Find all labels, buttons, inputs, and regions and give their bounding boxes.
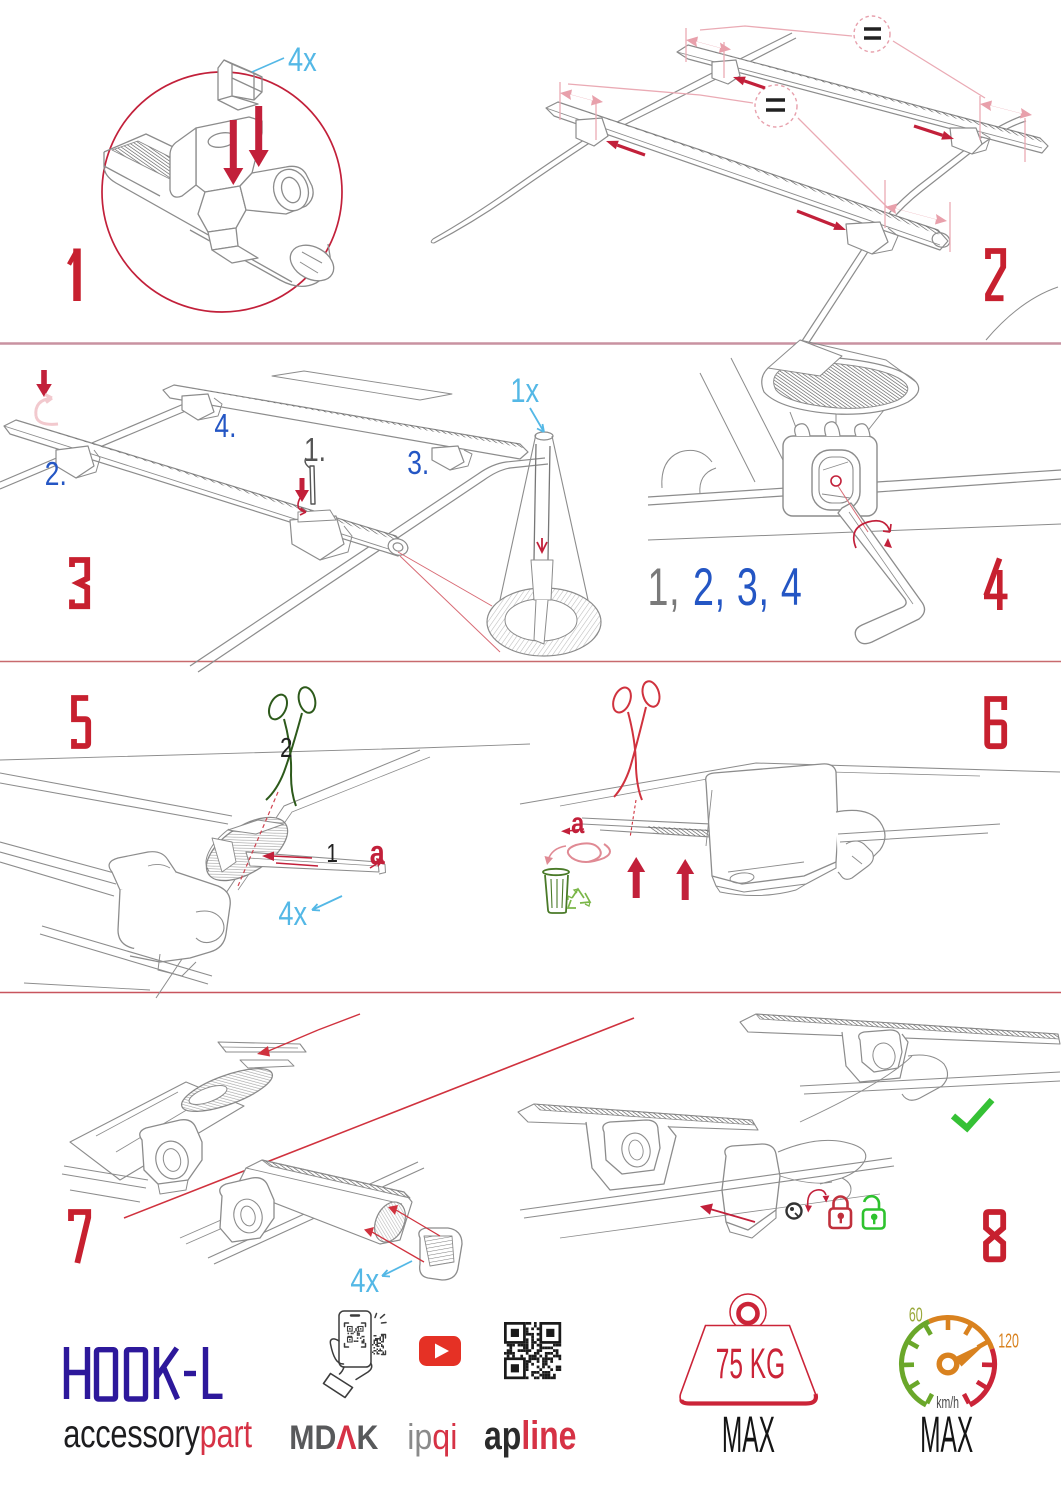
svg-text:1,: 1,: [648, 557, 681, 617]
svg-text:km/h: km/h: [936, 1392, 959, 1411]
svg-text:4x: 4x: [278, 894, 307, 933]
svg-text:MAX: MAX: [722, 1407, 775, 1463]
svg-text:2.: 2.: [45, 456, 67, 492]
svg-text:accessorypart: accessorypart: [63, 1413, 252, 1456]
svg-text:MAX: MAX: [920, 1407, 973, 1463]
svg-text:4x: 4x: [288, 40, 317, 79]
svg-text:1: 1: [326, 839, 338, 868]
svg-text:a: a: [370, 834, 386, 872]
svg-text:2, 3, 4: 2, 3, 4: [693, 557, 803, 617]
svg-text:4.: 4.: [214, 408, 236, 444]
svg-text:1x: 1x: [510, 371, 539, 410]
svg-text:75 KG: 75 KG: [716, 1340, 785, 1388]
svg-text:apline: apline: [484, 1413, 576, 1458]
svg-text:ipqi: ipqi: [407, 1417, 457, 1457]
svg-text:4x: 4x: [350, 1261, 379, 1300]
svg-text:a: a: [571, 806, 585, 839]
svg-text:60: 60: [909, 1303, 923, 1326]
svg-text:MDΛK: MDΛK: [289, 1418, 378, 1456]
svg-text:1.: 1.: [304, 432, 326, 468]
svg-text:2: 2: [280, 733, 292, 764]
svg-text:3.: 3.: [407, 445, 429, 481]
svg-text:120: 120: [998, 1329, 1019, 1352]
